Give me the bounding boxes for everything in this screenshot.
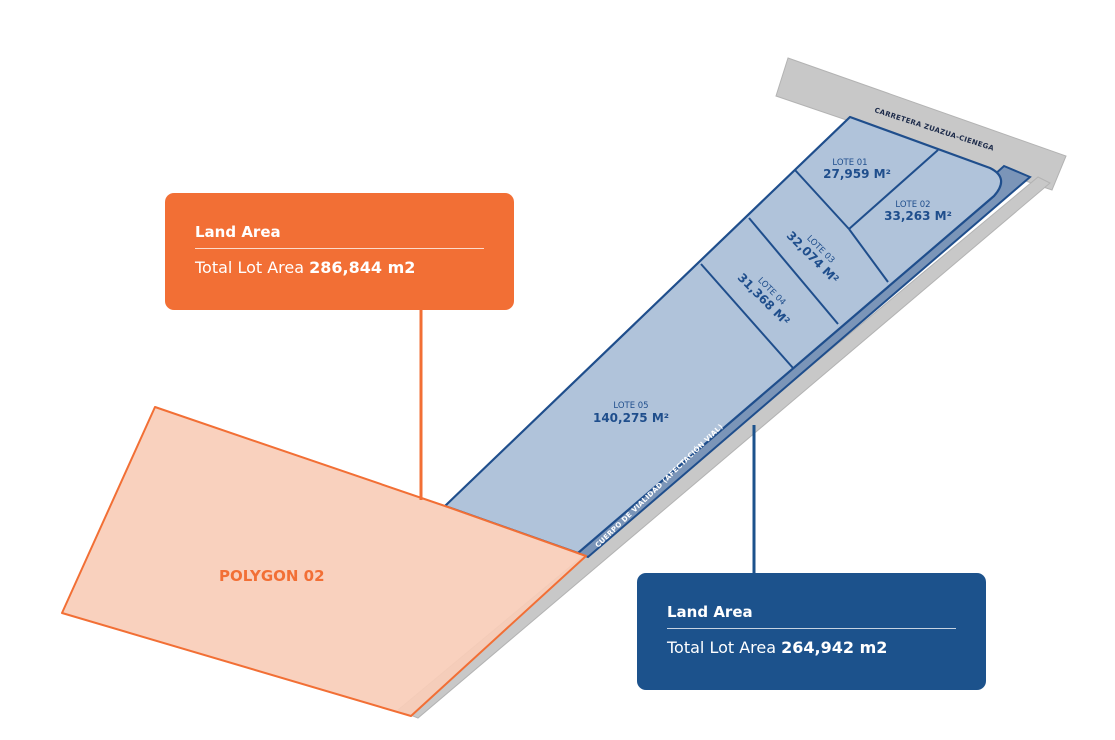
lot-05-name: LOTE 05: [613, 401, 648, 411]
lot-label-05: LOTE 05 140,275 M²: [593, 401, 669, 425]
polygon-area-callout: Land Area Total Lot Area 286,844 m2: [165, 193, 514, 310]
polygon-callout-title: Land Area: [195, 223, 484, 249]
lot-divider-01-02: [848, 149, 939, 230]
lot-divider-01: [794, 169, 850, 230]
polygon-callout-value: 286,844 m2: [309, 258, 416, 277]
lots-callout-value: 264,942 m2: [781, 638, 888, 657]
lots-callout-prefix: Total Lot Area: [667, 638, 782, 657]
lots-outline: [443, 115, 1003, 555]
lot-divider-02-03: [848, 228, 889, 283]
lot-label-02: LOTE 02 33,263 M²: [884, 200, 952, 223]
lot-01-name: LOTE 01: [832, 158, 867, 168]
lot-divider-03-04: [748, 217, 839, 325]
lots-callout-line: Total Lot Area 264,942 m2: [667, 638, 956, 657]
polygon-02-label: POLYGON 02: [219, 567, 325, 585]
lot-02-area: 33,263 M²: [884, 209, 952, 223]
lots-area-callout: Land Area Total Lot Area 264,942 m2: [637, 573, 986, 690]
polygon-callout-prefix: Total Lot Area: [195, 258, 310, 277]
polygon-callout-line: Total Lot Area 286,844 m2: [195, 258, 484, 277]
highway-road: [775, 57, 1067, 191]
polygon-02-shape: [61, 406, 587, 717]
lot-01-area: 27,959 M²: [823, 167, 891, 181]
lot-label-01: LOTE 01 27,959 M²: [823, 158, 891, 181]
lot-02-name: LOTE 02: [895, 200, 930, 210]
lot-05-area: 140,275 M²: [593, 411, 669, 425]
lots-callout-title: Land Area: [667, 603, 956, 629]
lot-divider-04-05: [700, 263, 794, 369]
